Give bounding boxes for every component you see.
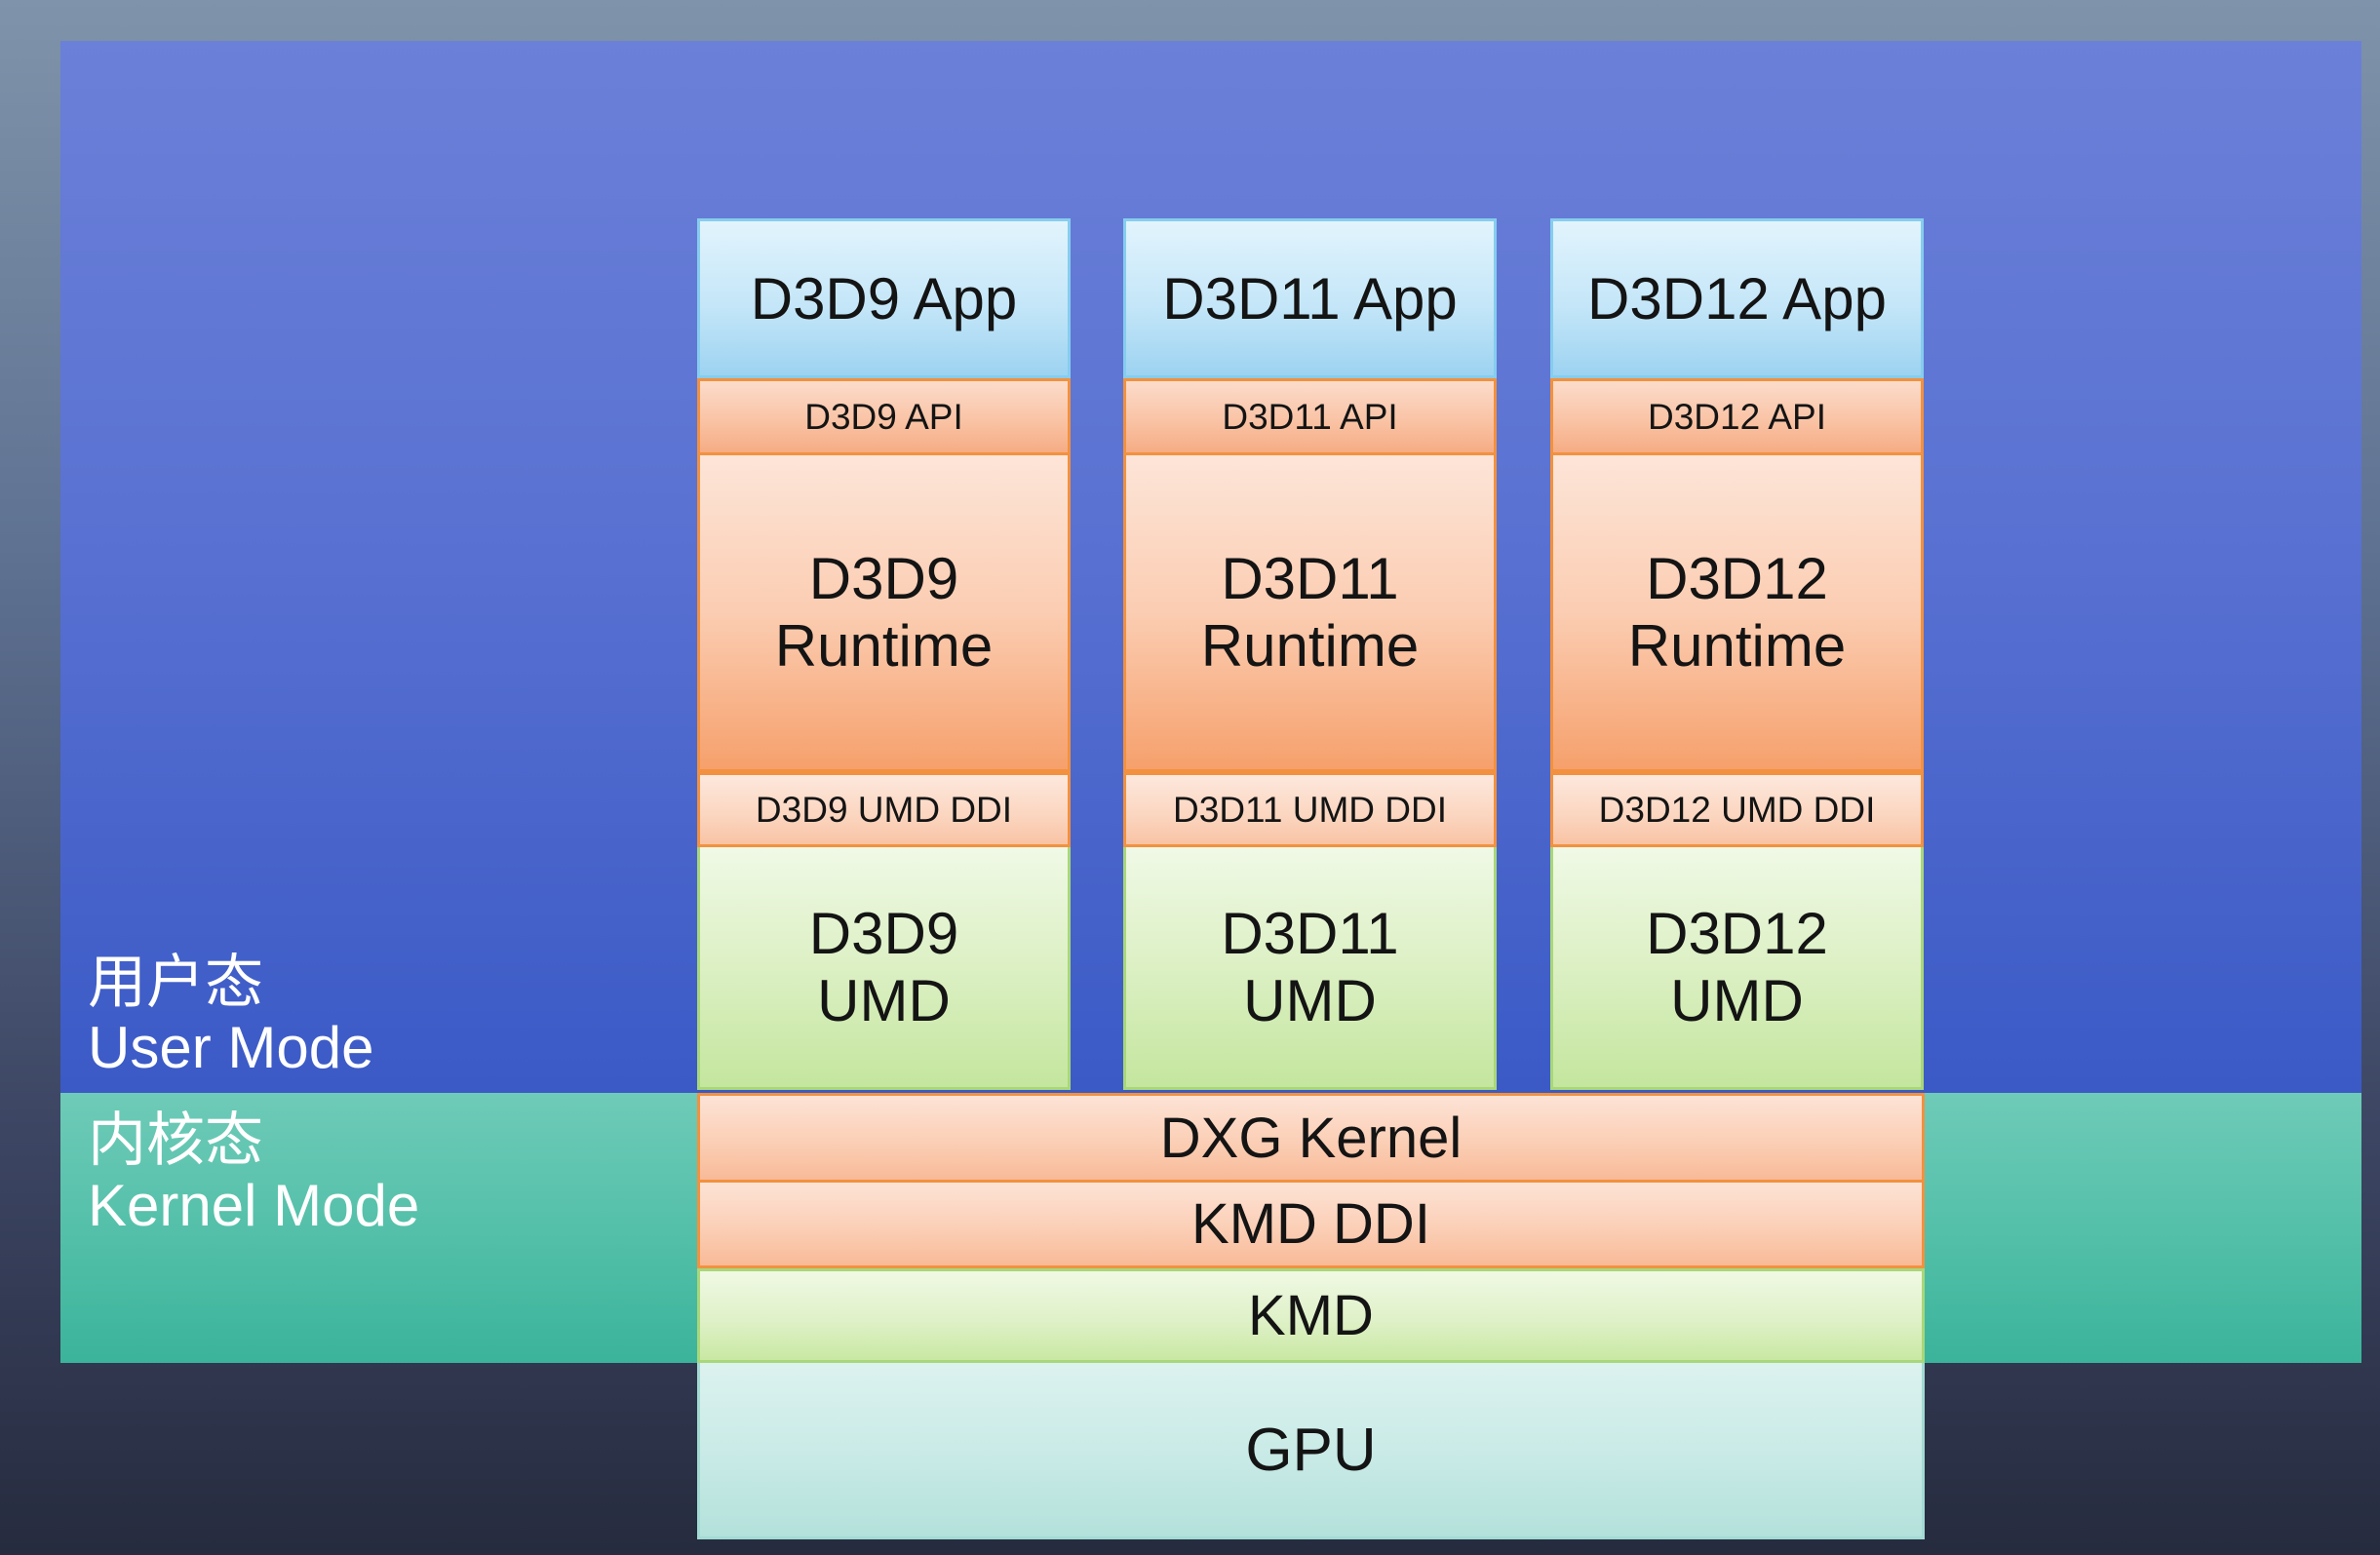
d3d9-runtime-box: D3D9 Runtime	[697, 455, 1071, 772]
d3d12-umd-label: D3D12 UMD	[1646, 901, 1828, 1033]
d3d9-api-box: D3D9 API	[697, 378, 1071, 455]
d3d11-umd-label: D3D11 UMD	[1221, 901, 1399, 1033]
user-mode-label: 用户态 User Mode	[88, 950, 373, 1080]
d3d9-app-box: D3D9 App	[697, 218, 1071, 378]
d3d11-runtime-label: D3D11 Runtime	[1200, 546, 1420, 679]
d3d9-umd-label: D3D9 UMD	[808, 901, 959, 1033]
d3d12-api-box: D3D12 API	[1550, 378, 1924, 455]
d3d12-app-box: D3D12 App	[1550, 218, 1924, 378]
d3d11-umd-ddi-box: D3D11 UMD DDI	[1123, 772, 1497, 847]
d3d9-column: D3D9 App D3D9 API D3D9 Runtime D3D9 UMD …	[697, 218, 1071, 1090]
gpu-box: GPU	[697, 1363, 1925, 1539]
d3d12-runtime-label: D3D12 Runtime	[1627, 546, 1847, 679]
d3d11-umd-box: D3D11 UMD	[1123, 847, 1497, 1090]
kernel-mode-label-en: Kernel Mode	[88, 1173, 420, 1238]
user-mode-label-en: User Mode	[88, 1015, 374, 1080]
d3d12-runtime-box: D3D12 Runtime	[1550, 455, 1924, 772]
d3d9-umd-ddi-box: D3D9 UMD DDI	[697, 772, 1071, 847]
kernel-mode-label: 内核态 Kernel Mode	[88, 1108, 419, 1238]
d3d9-umd-box: D3D9 UMD	[697, 847, 1071, 1090]
d3d11-api-box: D3D11 API	[1123, 378, 1497, 455]
d3d12-umd-ddi-box: D3D12 UMD DDI	[1550, 772, 1924, 847]
d3d11-column: D3D11 App D3D11 API D3D11 Runtime D3D11 …	[1123, 218, 1497, 1090]
d3d9-runtime-label: D3D9 Runtime	[774, 546, 994, 679]
user-mode-label-zh: 用户态	[88, 950, 263, 1015]
kmd-ddi-box: KMD DDI	[697, 1183, 1925, 1268]
dxg-kernel-box: DXG Kernel	[697, 1093, 1925, 1183]
d3d11-app-box: D3D11 App	[1123, 218, 1497, 378]
d3d11-runtime-box: D3D11 Runtime	[1123, 455, 1497, 772]
kernel-mode-label-zh: 内核态	[88, 1108, 263, 1173]
d3d12-umd-box: D3D12 UMD	[1550, 847, 1924, 1090]
kmd-box: KMD	[697, 1268, 1925, 1363]
d3d12-column: D3D12 App D3D12 API D3D12 Runtime D3D12 …	[1550, 218, 1924, 1090]
